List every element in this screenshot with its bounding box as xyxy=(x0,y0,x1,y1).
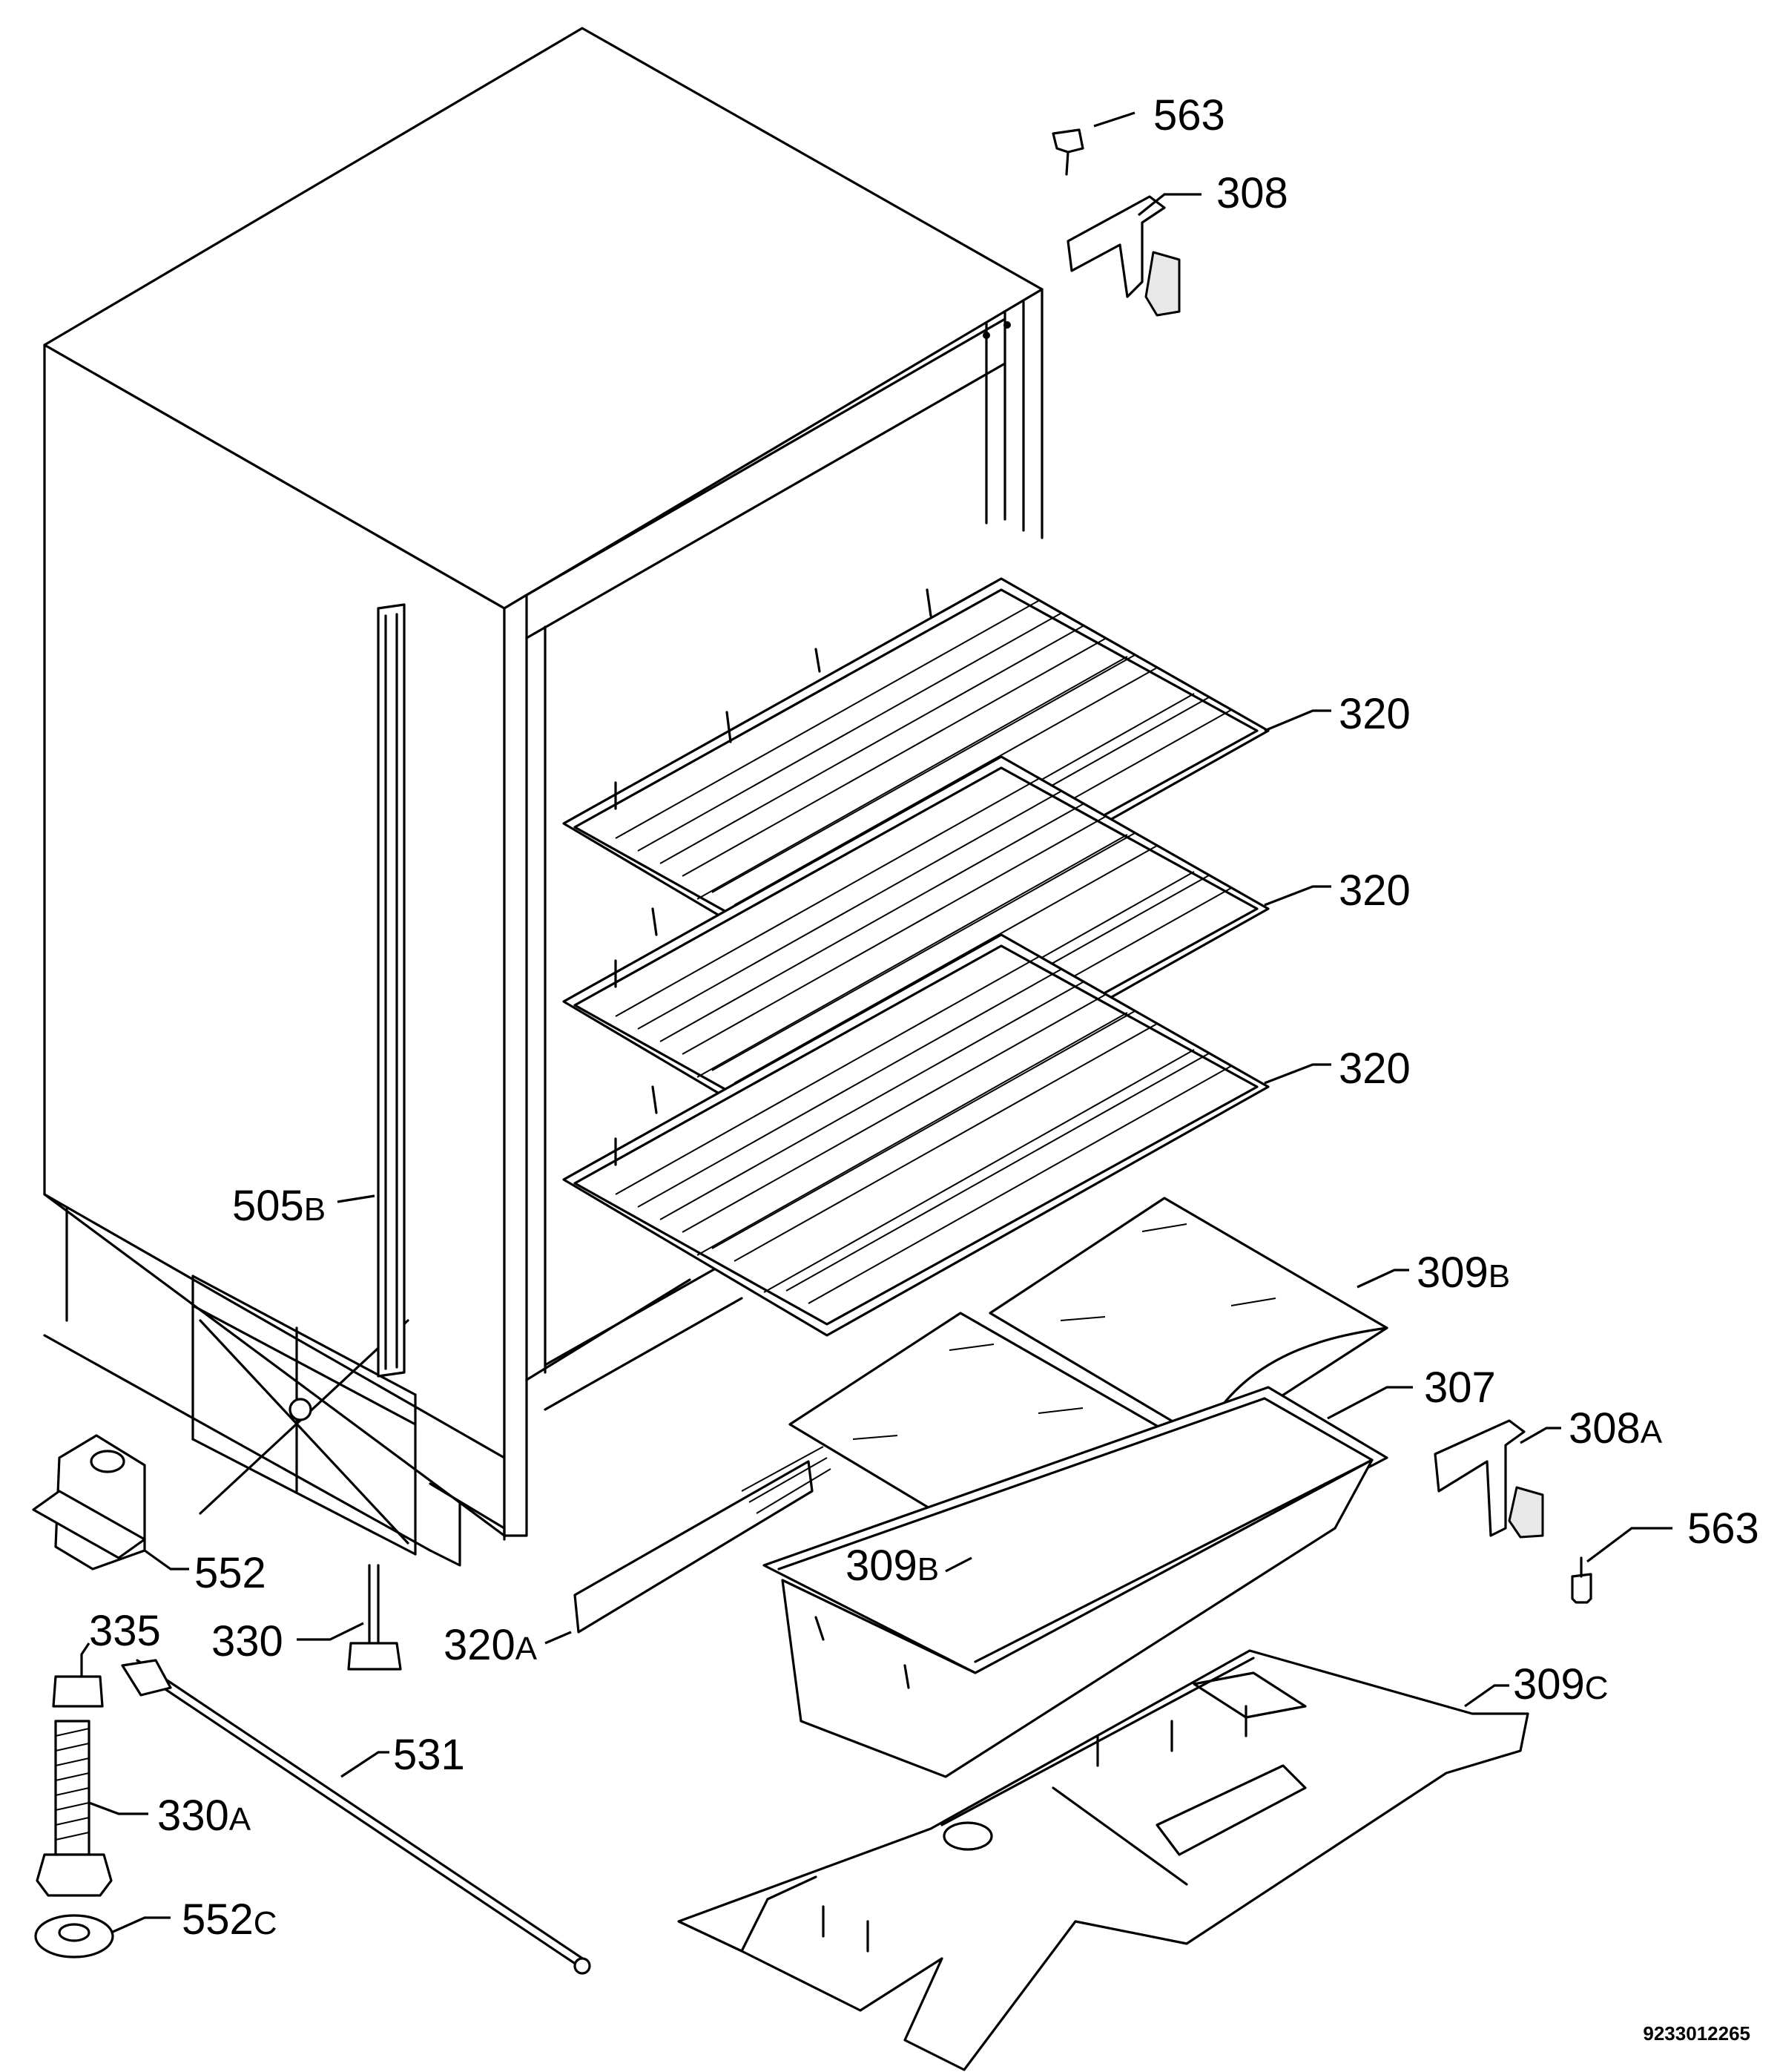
part-307-drip-tray xyxy=(762,1386,1388,1778)
callout-309b-1: 309B xyxy=(1417,1249,1510,1297)
callout-307: 307 xyxy=(1424,1364,1496,1412)
part-320a-shelf-strip xyxy=(573,1446,831,1634)
part-563-screw-bottom xyxy=(1571,1556,1592,1604)
callout-505b: 505B xyxy=(232,1182,326,1230)
callouts: 563 308 320 320 320 505B 309B 307 308A 5… xyxy=(80,91,1759,1944)
callout-320a: 320A xyxy=(444,1621,538,1669)
part-330-foot xyxy=(347,1564,402,1671)
callout-563-top: 563 xyxy=(1153,91,1225,139)
callout-552c: 552C xyxy=(182,1895,277,1944)
part-505b-seal-strip xyxy=(377,603,406,1378)
part-552-bracket xyxy=(32,1434,146,1571)
callout-335: 335 xyxy=(89,1607,161,1655)
callout-309c: 309C xyxy=(1513,1660,1609,1708)
part-563-screw-top xyxy=(1052,128,1084,176)
callout-320-1: 320 xyxy=(1339,690,1411,738)
callout-531: 531 xyxy=(393,1731,465,1779)
callout-320-3: 320 xyxy=(1339,1045,1411,1093)
callout-308a: 308A xyxy=(1569,1404,1663,1453)
document-id: 9233012265 xyxy=(1643,2022,1750,2045)
part-309c-bottom-tray xyxy=(677,1649,1529,2071)
part-330a-adjustable-foot xyxy=(36,1720,113,1897)
part-552c-washer xyxy=(34,1914,114,1958)
callout-320-2: 320 xyxy=(1339,866,1411,915)
part-308-hinge xyxy=(1067,195,1181,317)
callout-308: 308 xyxy=(1216,169,1288,217)
part-308a-hinge xyxy=(1434,1419,1544,1539)
callout-330: 330 xyxy=(211,1617,283,1665)
part-531-rod xyxy=(121,1659,591,1975)
part-309b-cold-pack-1 xyxy=(989,1197,1388,1444)
callout-552: 552 xyxy=(194,1549,266,1597)
part-320-wire-shelf-3 xyxy=(562,933,1270,1337)
callout-309b-2: 309B xyxy=(846,1542,939,1590)
callout-330a: 330A xyxy=(157,1792,251,1840)
part-335-nut xyxy=(52,1675,104,1708)
callout-563-bottom: 563 xyxy=(1687,1504,1759,1553)
